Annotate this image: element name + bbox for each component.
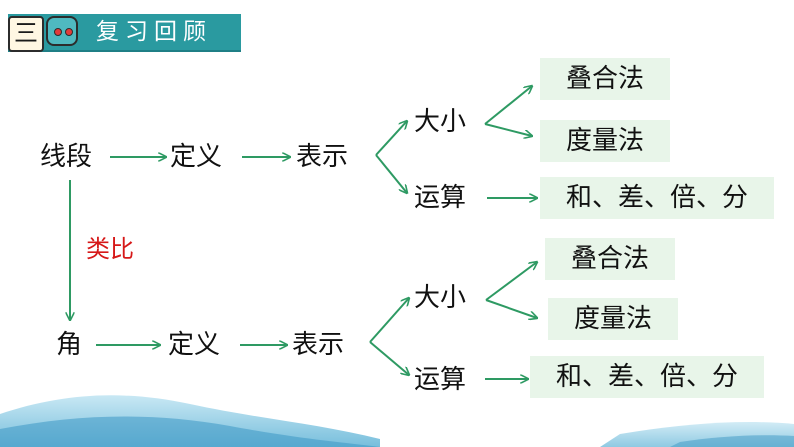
- section-badge: 三: [8, 16, 78, 52]
- row1-operation-label: 运算: [414, 183, 467, 213]
- arrow-to-size: [375, 121, 407, 156]
- row2-size-label: 大小: [414, 283, 467, 313]
- row1-ops-box: 和、差、倍、分: [540, 177, 774, 219]
- arrow-to-method1: [484, 86, 532, 125]
- row2-ops-box: 和、差、倍、分: [530, 356, 764, 398]
- arrow2-to-size: [369, 298, 409, 343]
- arrow2-to-operation: [369, 341, 409, 375]
- row2-method2-box: 度量法: [548, 298, 678, 340]
- row1-method1-box: 叠合法: [540, 58, 670, 100]
- row2-operation-label: 运算: [414, 365, 467, 395]
- row1-method2-box: 度量法: [540, 120, 670, 162]
- row2-method1-box: 叠合法: [545, 238, 675, 280]
- chat-bubble-icon: [46, 16, 78, 46]
- analogy-label: 类比: [86, 235, 134, 263]
- arrow-to-operation: [375, 154, 407, 193]
- arrow2-to-method2: [485, 299, 537, 318]
- row2-definition-label: 定义: [168, 330, 221, 360]
- row2-start-label: 角: [56, 330, 83, 360]
- section-title: 复习回顾: [96, 19, 212, 45]
- row1-start-label: 线段: [40, 142, 93, 172]
- row2-representation-label: 表示: [292, 330, 345, 360]
- decorative-wave: [0, 395, 794, 447]
- row1-representation-label: 表示: [296, 142, 349, 172]
- arrow2-to-method1: [485, 262, 537, 301]
- row1-definition-label: 定义: [170, 142, 223, 172]
- section-number: 三: [8, 16, 44, 52]
- row1-size-label: 大小: [414, 107, 467, 137]
- arrow-to-method2: [484, 123, 532, 136]
